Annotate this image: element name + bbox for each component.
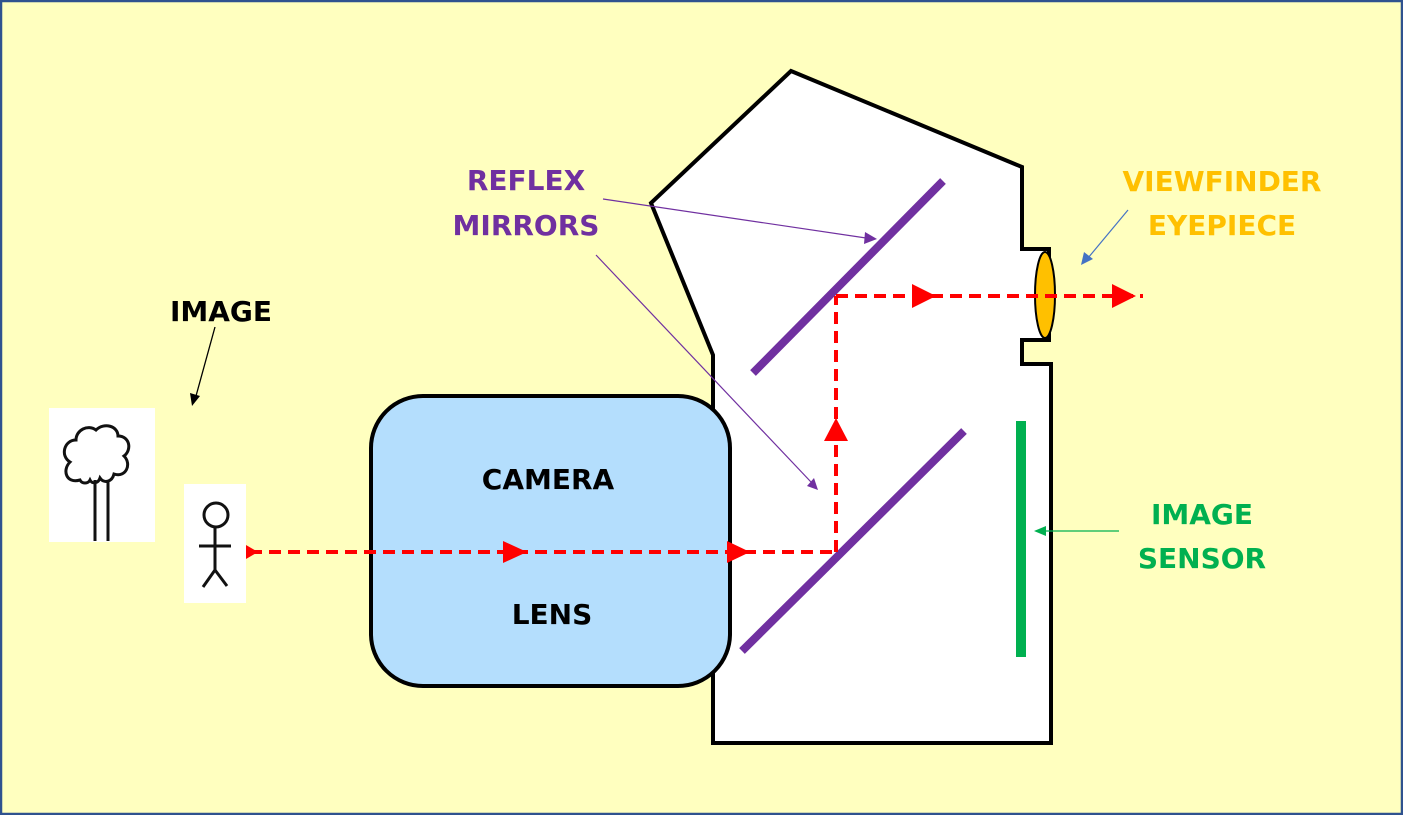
stick-figure-icon <box>184 484 246 603</box>
arrowhead-to-eyepiece <box>912 284 936 308</box>
arrowhead-lens-exit <box>727 541 750 563</box>
viewfinder-pointer-arrowhead <box>1081 252 1093 265</box>
arrowhead-up <box>824 418 848 441</box>
reflex-pointer-upper-arrowhead <box>864 232 877 244</box>
image-label: IMAGE <box>170 295 272 328</box>
reflex-mirrors-label-line1: REFLEX <box>467 164 586 197</box>
image-sensor-label-line2: SENSOR <box>1138 542 1266 575</box>
viewfinder-pointer-line <box>1087 209 1129 259</box>
image-pointer-arrowhead <box>190 393 200 406</box>
lower-reflex-mirror <box>739 428 967 654</box>
sensor-pointer-arrowhead <box>1034 526 1046 536</box>
viewfinder-label-line2: EYEPIECE <box>1148 209 1296 242</box>
camera-body <box>648 68 1053 745</box>
camera-lens-label-line2: LENS <box>512 598 593 631</box>
reflex-pointer-upper <box>602 198 867 239</box>
reflex-pointer-lower <box>595 254 812 483</box>
camera-lens-box <box>369 394 732 688</box>
light-path-arrowheads <box>246 284 1136 563</box>
tree-icon <box>49 408 155 542</box>
image-sensor-label-line1: IMAGE <box>1151 498 1253 531</box>
arrowhead-start <box>246 545 258 559</box>
upper-reflex-mirror <box>750 178 946 376</box>
image-pointer-line <box>195 326 216 397</box>
camera-lens-label-line1: CAMERA <box>482 463 615 496</box>
reflex-mirrors-label-line2: MIRRORS <box>453 209 600 242</box>
reflex-pointer-lower-arrowhead <box>807 478 818 490</box>
arrowhead-exit <box>1112 284 1136 308</box>
viewfinder-label-line1: VIEWFINDER <box>1122 165 1321 198</box>
arrowhead-in-lens <box>503 541 527 563</box>
light-path <box>250 294 1143 554</box>
